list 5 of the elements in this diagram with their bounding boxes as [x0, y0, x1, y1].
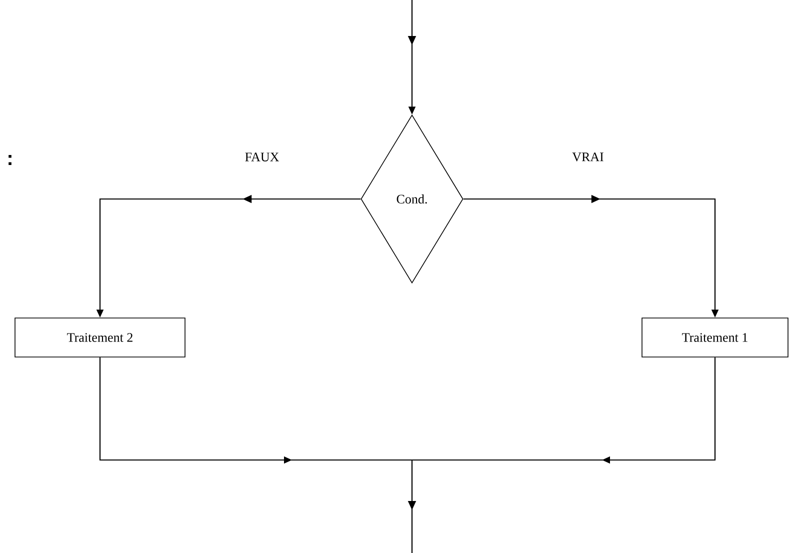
- note-text: :: [8, 154, 12, 166]
- process-box: Traitement 1: [642, 318, 788, 358]
- process-box: Traitement 2: [14, 318, 186, 358]
- edge-label: VRAI: [571, 152, 605, 162]
- edge-label: FAUX: [244, 152, 280, 162]
